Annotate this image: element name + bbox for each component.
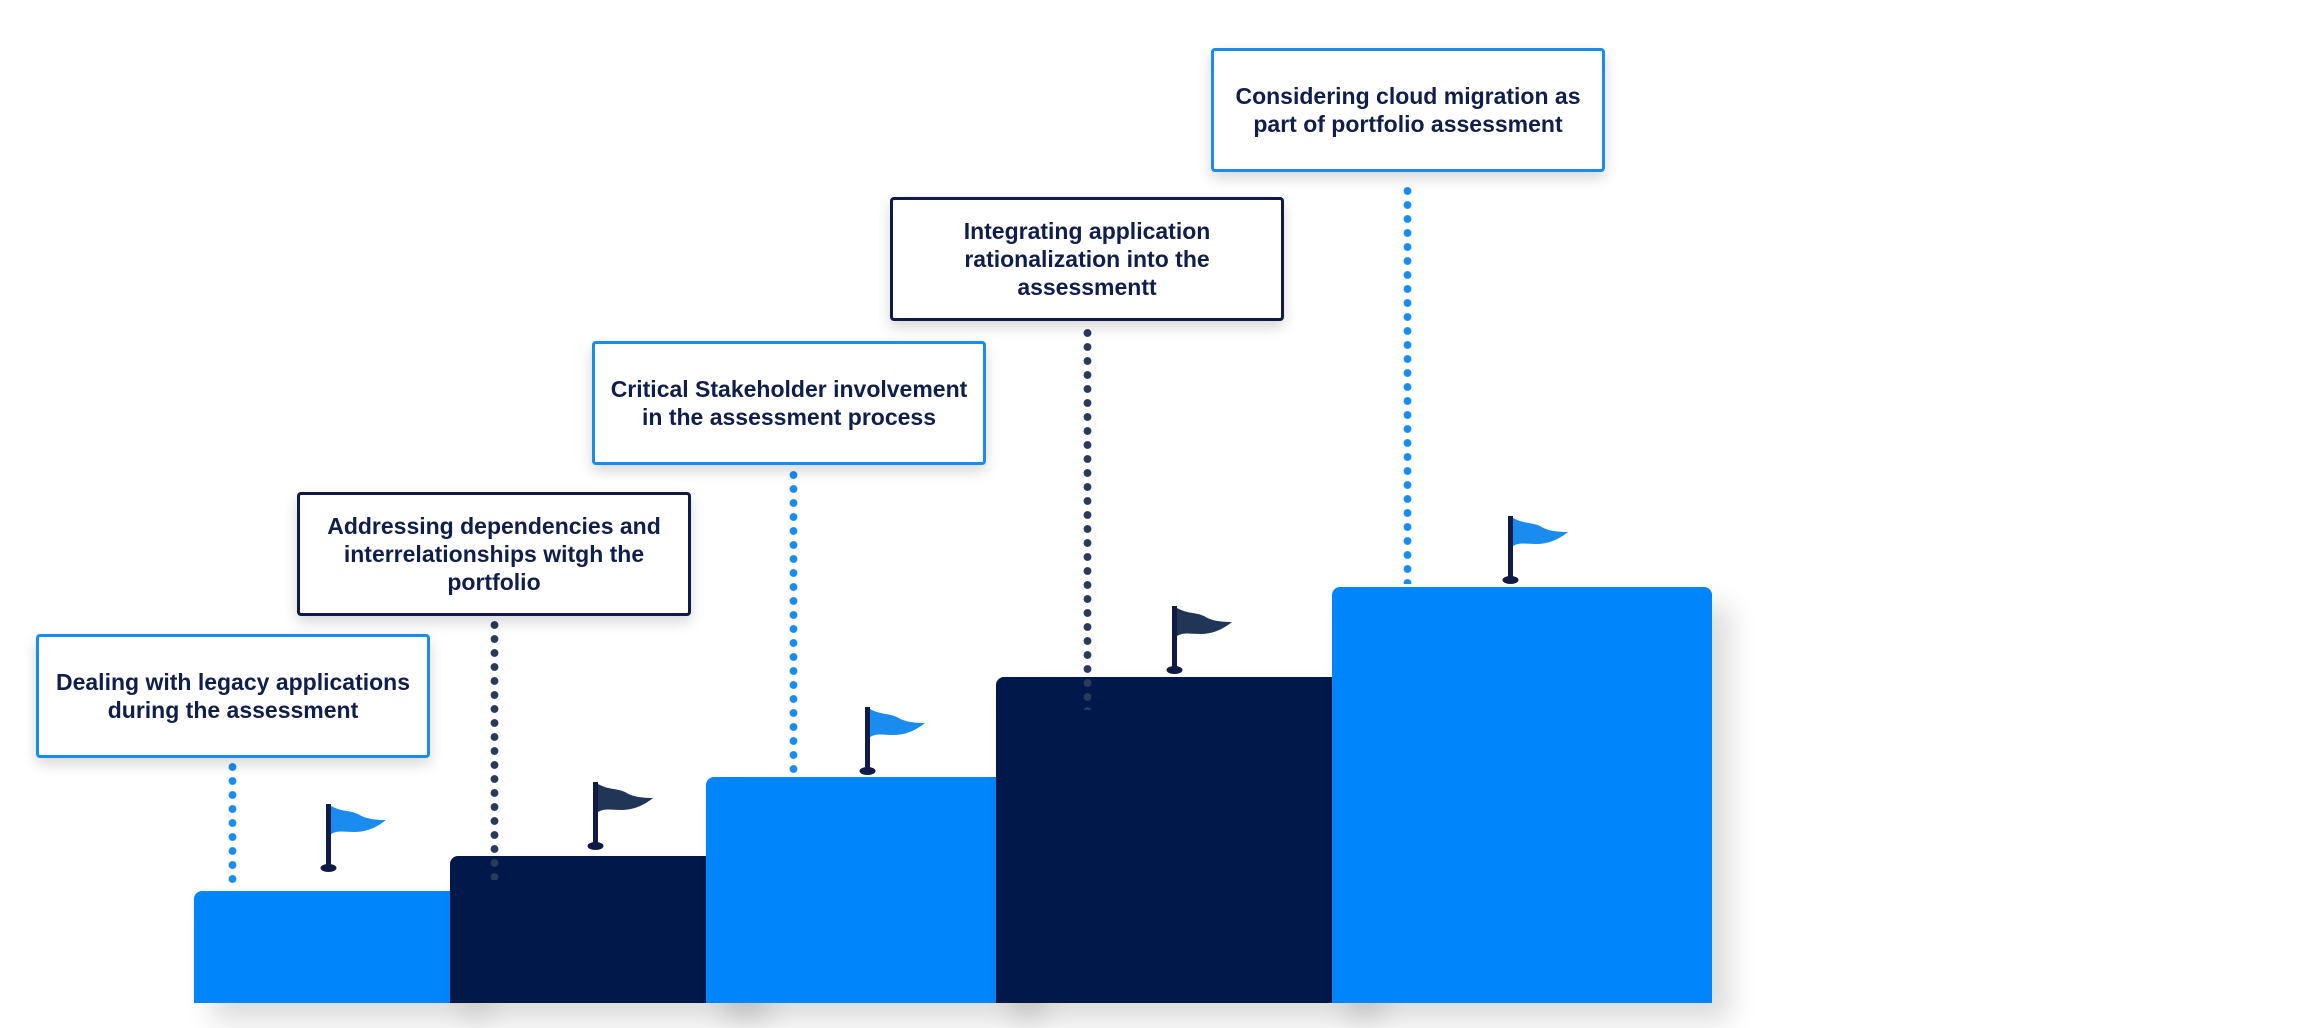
connector-line-2	[490, 618, 499, 880]
step-label-4: Integrating application rationalization …	[963, 218, 1211, 300]
step-label-5: Considering cloud migration as part of p…	[1235, 83, 1581, 137]
step-block-2	[450, 856, 750, 1003]
step-block-3	[706, 777, 1024, 1003]
step-block-5	[1332, 587, 1712, 1003]
step-label-2: Addressing dependencies and interrelatio…	[327, 513, 661, 595]
step-label-1: Dealing with legacy applications during …	[55, 669, 411, 723]
step-label-box-2: Addressing dependencies and interrelatio…	[297, 492, 691, 616]
step-block-1	[194, 891, 468, 1003]
step-block-4	[996, 677, 1362, 1003]
connector-line-5	[1403, 184, 1412, 584]
connector-line-3	[789, 440, 798, 774]
step-label-box-1: Dealing with legacy applications during …	[36, 634, 430, 758]
step-label-box-5: Considering cloud migration as part of p…	[1211, 48, 1605, 172]
step-label-box-4: Integrating application rationalization …	[890, 197, 1284, 321]
flag-icon	[1502, 516, 1568, 584]
connector-line-4	[1083, 326, 1092, 710]
step-label-3: Critical Stakeholder involvement in the …	[610, 376, 968, 430]
connector-line-1	[228, 760, 237, 888]
flag-icon	[859, 707, 925, 775]
flag-icon	[320, 804, 386, 872]
flag-icon	[587, 782, 653, 850]
flag-icon	[1166, 606, 1232, 674]
step-label-box-3: Critical Stakeholder involvement in the …	[592, 341, 986, 465]
